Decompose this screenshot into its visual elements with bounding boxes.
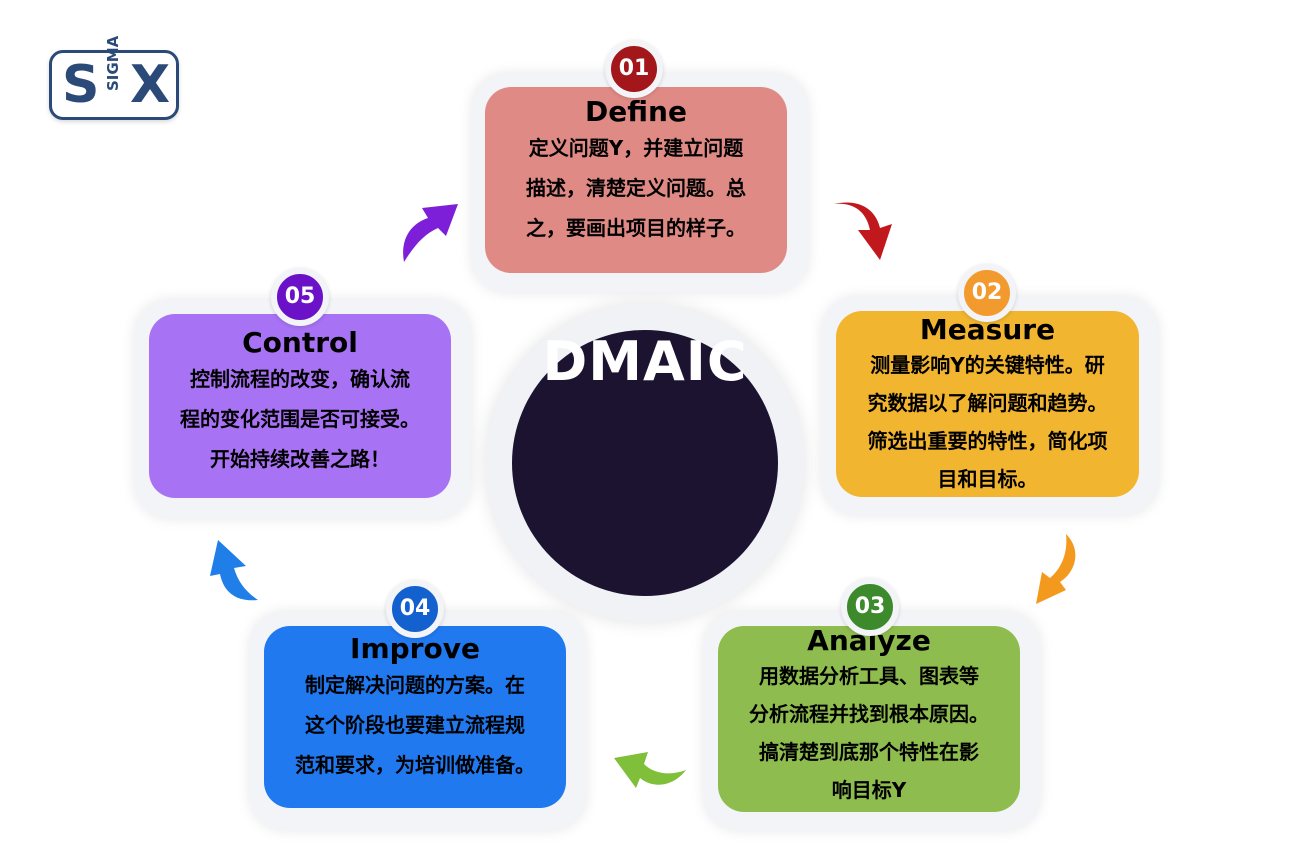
step-define-line: 之，要画出项目的样子。 — [526, 215, 746, 240]
step-measure-line: 筛选出重要的特性，简化项 — [867, 428, 1108, 453]
curved-arrow-icon — [210, 540, 258, 601]
step-control-line: 程的变化范围是否可接受。 — [180, 406, 420, 431]
step-analyze-line: 搞清楚到底那个特性在影 — [759, 739, 979, 764]
center-dmaic-circle: DMAIC — [512, 330, 778, 596]
curved-arrow-icon — [403, 204, 458, 262]
step-measure-line: 目和目标。 — [937, 466, 1038, 491]
step-analyze-line: 用数据分析工具、图表等 — [759, 663, 979, 688]
step-control-number-badge: 05 — [271, 268, 329, 326]
curved-arrow-icon — [834, 202, 892, 260]
logo-letter-s: S — [62, 55, 100, 115]
step-control-card: Control 控制流程的改变，确认流 程的变化范围是否可接受。 开始持续改善之… — [149, 314, 451, 498]
step-improve-number-badge: 04 — [386, 580, 444, 638]
step-define-title: Define — [585, 95, 687, 128]
step-analyze-card: Analyze 用数据分析工具、图表等 分析流程并找到根本原因。 搞清楚到底那个… — [718, 625, 1020, 812]
curved-arrow-icon — [1036, 534, 1076, 604]
logo-sigma-text: SIGMA — [104, 35, 122, 91]
curved-arrow-icon — [614, 752, 686, 788]
step-analyze-number-badge: 03 — [841, 578, 899, 636]
step-improve-title: Improve — [350, 632, 480, 665]
step-define-line: 定义问题Y，并建立问题 — [528, 135, 744, 160]
step-measure-description: 测量影响Y的关键特性。研 究数据以了解问题和趋势。 筛选出重要的特性，简化项 目… — [836, 346, 1139, 498]
step-control-description: 控制流程的改变，确认流 程的变化范围是否可接受。 开始持续改善之路！ — [149, 359, 451, 479]
step-measure-line: 测量影响Y的关键特性。研 — [870, 352, 1105, 377]
step-improve-line: 这个阶段也要建立流程规 — [305, 712, 525, 737]
step-control-title: Control — [242, 326, 358, 359]
step-analyze-line: 响目标Y — [831, 777, 907, 802]
step-measure-number-badge: 02 — [958, 264, 1016, 322]
sixsigma-logo: S SIGMA X — [49, 36, 179, 120]
step-control-line: 开始持续改善之路！ — [210, 446, 390, 471]
step-define-line: 描述，清楚定义问题。总 — [526, 175, 746, 200]
step-measure-line: 究数据以了解问题和趋势。 — [867, 390, 1108, 415]
step-analyze-line: 分析流程并找到根本原因。 — [749, 701, 989, 726]
logo-letter-x: X — [130, 55, 171, 115]
step-improve-line: 制定解决问题的方案。在 — [305, 672, 525, 697]
step-define-description: 定义问题Y，并建立问题 描述，清楚定义问题。总 之，要画出项目的样子。 — [485, 128, 787, 248]
step-analyze-description: 用数据分析工具、图表等 分析流程并找到根本原因。 搞清楚到底那个特性在影 响目标… — [718, 657, 1020, 809]
step-define-number-badge: 01 — [605, 40, 663, 98]
step-define-card: Define 定义问题Y，并建立问题 描述，清楚定义问题。总 之，要画出项目的样… — [485, 87, 787, 273]
step-measure-card: Measure 测量影响Y的关键特性。研 究数据以了解问题和趋势。 筛选出重要的… — [836, 311, 1139, 497]
step-improve-line: 范和要求，为培训做准备。 — [295, 752, 535, 777]
step-improve-description: 制定解决问题的方案。在 这个阶段也要建立流程规 范和要求，为培训做准备。 — [264, 665, 566, 785]
step-control-line: 控制流程的改变，确认流 — [190, 366, 410, 391]
step-improve-card: Improve 制定解决问题的方案。在 这个阶段也要建立流程规 范和要求，为培训… — [264, 626, 566, 808]
